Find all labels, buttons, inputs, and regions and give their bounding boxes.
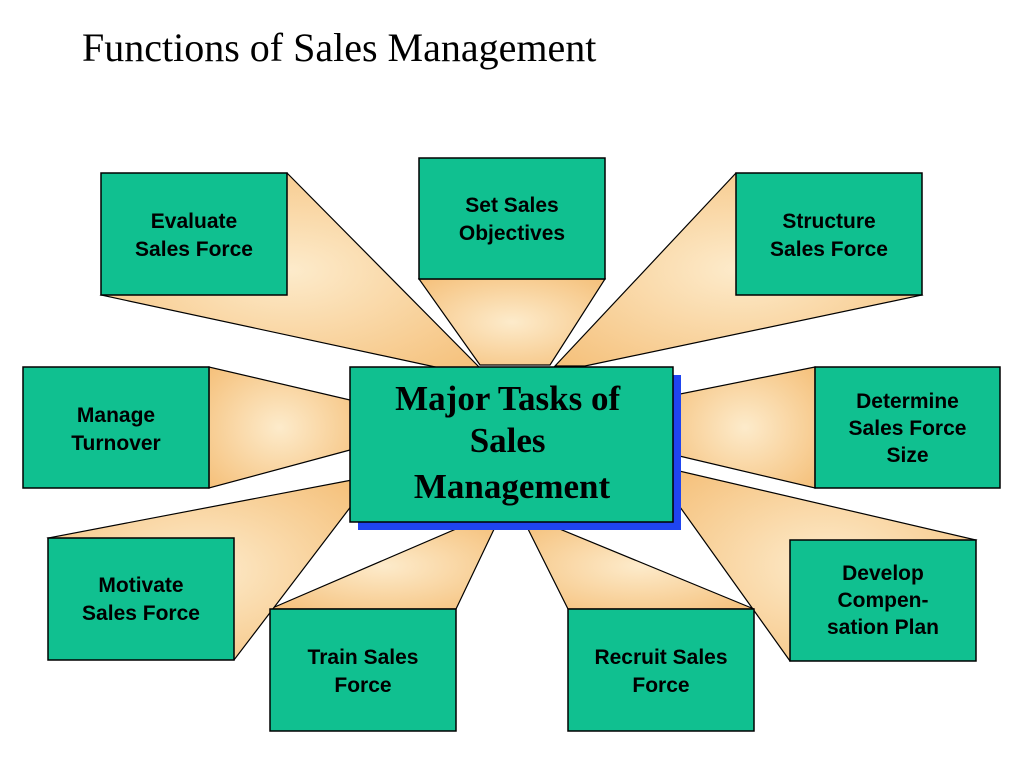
task-label-line: Manage bbox=[77, 404, 155, 427]
task-label-line: Compen- bbox=[838, 589, 929, 612]
task-box-turnover bbox=[22, 366, 210, 489]
task-label-line: Sales Force bbox=[82, 602, 200, 625]
task-box-train bbox=[269, 608, 457, 732]
task-label-line: Set Sales bbox=[465, 194, 558, 217]
task-label-line: Force bbox=[334, 674, 391, 697]
task-box-recruit bbox=[567, 608, 755, 732]
beam-determine-size bbox=[674, 366, 816, 489]
center-label-line: Major Tasks of bbox=[395, 379, 620, 418]
task-label-line: Sales Force bbox=[770, 238, 888, 261]
center-node: Major Tasks of Sales Management bbox=[349, 366, 681, 530]
center-box bbox=[349, 366, 674, 523]
center-label-line: Management bbox=[414, 467, 611, 506]
task-label-line: Train Sales bbox=[308, 646, 419, 669]
task-label-line: Recruit Sales bbox=[594, 646, 727, 669]
task-box-determine-size bbox=[814, 366, 1001, 489]
task-label-line: Sales Force bbox=[135, 238, 253, 261]
task-box-evaluate bbox=[100, 172, 288, 296]
task-label-line: sation Plan bbox=[827, 616, 939, 639]
task-box-compensation bbox=[789, 539, 977, 662]
task-label-line: Sales Force bbox=[849, 417, 967, 440]
page-title: Functions of Sales Management bbox=[82, 25, 597, 70]
center-label: Major Tasks of Sales Management bbox=[395, 379, 629, 506]
center-label-line: Sales bbox=[470, 421, 546, 460]
task-label-line: Develop bbox=[842, 562, 924, 585]
task-box-set-objectives bbox=[418, 157, 606, 280]
task-label-line: Turnover bbox=[71, 432, 160, 455]
task-box-motivate bbox=[47, 537, 235, 661]
task-label-line: Determine bbox=[856, 390, 959, 413]
task-label-line: Structure bbox=[782, 210, 875, 233]
task-label-line: Force bbox=[632, 674, 689, 697]
beam-turnover bbox=[208, 366, 351, 489]
task-label-line: Size bbox=[886, 444, 928, 467]
task-label-line: Motivate bbox=[98, 574, 183, 597]
task-label-line: Evaluate bbox=[151, 210, 237, 233]
task-box-structure bbox=[735, 172, 923, 296]
task-label-line: Objectives bbox=[459, 222, 565, 245]
